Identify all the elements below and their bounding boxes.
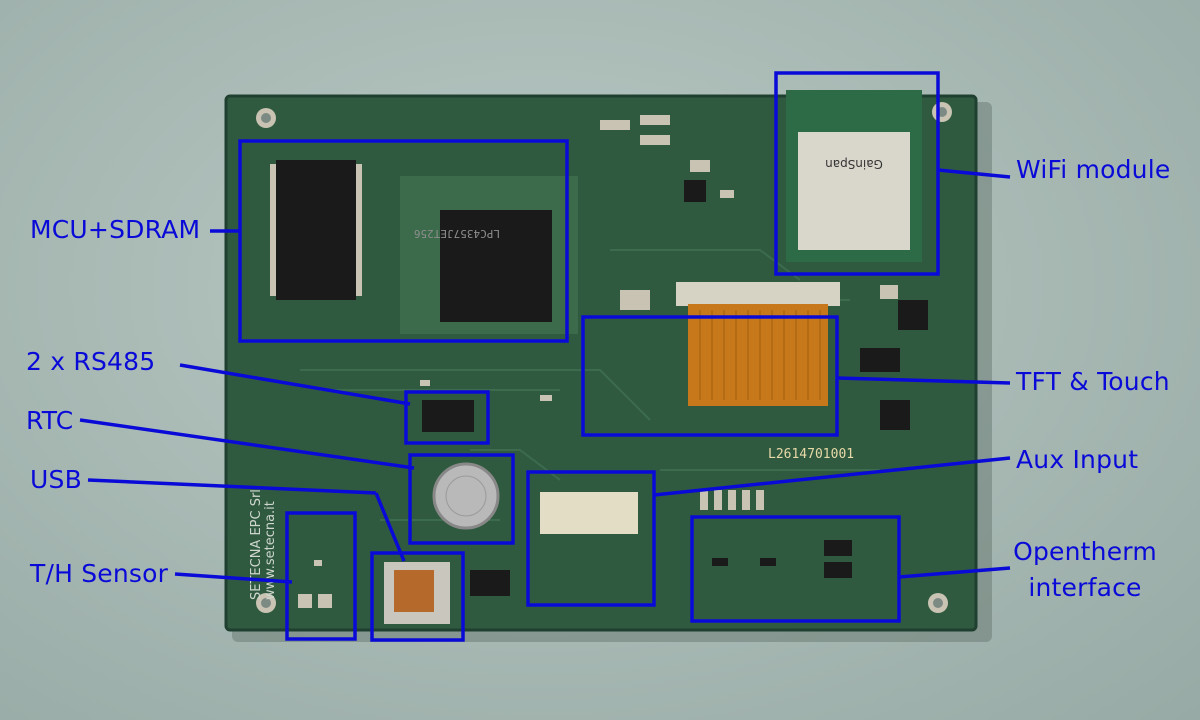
mcu-chip (440, 210, 552, 322)
connector-j3 (540, 492, 638, 534)
leader-wifi (937, 168, 1011, 179)
j1-header (700, 490, 764, 510)
rtc-battery (432, 462, 500, 530)
box-wifi (774, 71, 940, 276)
tft-flex-cable (688, 304, 828, 406)
box-tft (581, 315, 839, 437)
label-wifi-module: WiFi module (1016, 155, 1171, 184)
smd-components (420, 115, 898, 401)
svg-text:www.setecna.it: www.setecna.it (263, 501, 278, 600)
leader-usb-1 (87, 478, 377, 495)
leader-th (174, 572, 293, 584)
box-opentherm (690, 515, 901, 623)
label-usb: USB (30, 465, 82, 494)
leader-rs485 (179, 363, 411, 406)
pcb-edge (224, 94, 978, 632)
label-rs485: 2 x RS485 (26, 347, 156, 376)
label-opentherm-line1: Opentherm (1013, 537, 1157, 566)
label-mcu-sdram: MCU+SDRAM (30, 215, 201, 244)
label-rtc: RTC (26, 406, 74, 435)
wifi-brand-text: GainSpan (825, 157, 883, 171)
label-opentherm: Opentherm interface (1010, 538, 1160, 602)
svg-text:SETECNA EPC Srl: SETECNA EPC Srl (249, 489, 264, 600)
box-th-sensor (285, 511, 357, 641)
label-th-sensor: T/H Sensor (30, 559, 169, 588)
box-rs485 (404, 390, 490, 445)
tft-connector (676, 282, 840, 306)
box-mcu-sdram (238, 139, 569, 343)
rtc-battery-rim (445, 475, 487, 517)
label-opentherm-line2: interface (1028, 573, 1142, 602)
leader-aux (653, 456, 1011, 497)
small-ics (470, 180, 928, 596)
rs485-ic (422, 400, 474, 432)
label-aux-input: Aux Input (1016, 445, 1139, 474)
silkscreen-text: SETECNA EPC Srl www.setecna.it (249, 489, 278, 600)
leader-opentherm (898, 566, 1011, 579)
leader-rtc (79, 418, 415, 470)
box-usb (370, 551, 465, 642)
usb-port (394, 570, 434, 612)
box-aux (526, 470, 656, 607)
leader-tft (836, 376, 1011, 385)
flex-traces (699, 310, 821, 400)
wifi-shield (798, 132, 910, 250)
opentherm-components (712, 540, 852, 578)
leader-lines (79, 168, 1011, 584)
mcu-chip-marking: LPC4357JET256 (414, 227, 500, 240)
leader-usb-2 (374, 492, 406, 562)
annotation-boxes (238, 71, 940, 642)
box-rtc (408, 453, 515, 545)
sdram-pins (270, 164, 362, 296)
serial-number: L2614701001 (768, 447, 854, 462)
th-sensor-components (298, 560, 332, 608)
sdram-chip (276, 160, 356, 300)
label-tft-touch: TFT & Touch (1016, 367, 1170, 396)
